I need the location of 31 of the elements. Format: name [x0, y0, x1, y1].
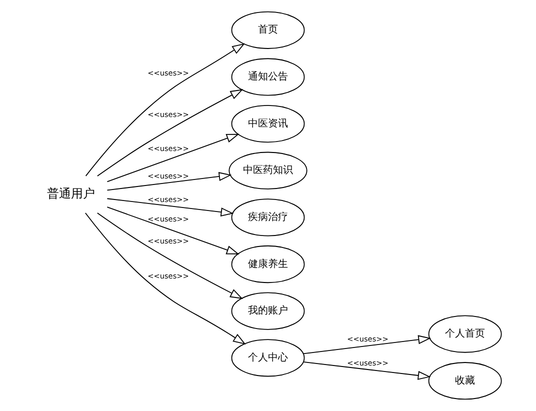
node-ellipse: 首页	[231, 11, 305, 49]
arrow	[106, 198, 234, 216]
node-ellipse: 中医资讯	[231, 104, 305, 143]
edge-label: <<uses>>	[148, 195, 189, 204]
arrow	[302, 362, 431, 380]
node-ellipse: 中医药知识	[228, 152, 308, 190]
edge-label: <<uses>>	[347, 334, 388, 344]
arrow	[106, 172, 232, 191]
edge-label: <<uses>>	[148, 110, 189, 119]
node-ellipse: 我的账户	[231, 292, 305, 330]
node-text: 普通用户	[46, 186, 95, 201]
arrow	[106, 206, 240, 254]
edge-label: <<uses>>	[148, 144, 189, 153]
node-ellipse: 疾病治疗	[231, 198, 305, 236]
node-ellipse: 收藏	[428, 362, 502, 400]
arrow	[302, 335, 432, 354]
arrow	[106, 134, 240, 182]
edge-label: <<uses>>	[148, 214, 189, 224]
node-ellipse: 个人中心	[231, 339, 305, 377]
arrow	[96, 89, 244, 176]
edge-label: <<uses>>	[148, 271, 189, 280]
arrow	[84, 212, 246, 345]
node-ellipse: 个人首页	[428, 315, 502, 353]
edge-label: <<uses>>	[148, 236, 189, 246]
edge-label: <<uses>>	[347, 358, 388, 368]
node-ellipse: 健康养生	[231, 245, 305, 284]
arrow	[96, 212, 243, 299]
edge-label: <<uses>>	[148, 171, 189, 180]
node-ellipse: 通知公告	[231, 58, 305, 96]
edge-label: <<uses>>	[148, 68, 189, 78]
arrow	[85, 43, 245, 176]
